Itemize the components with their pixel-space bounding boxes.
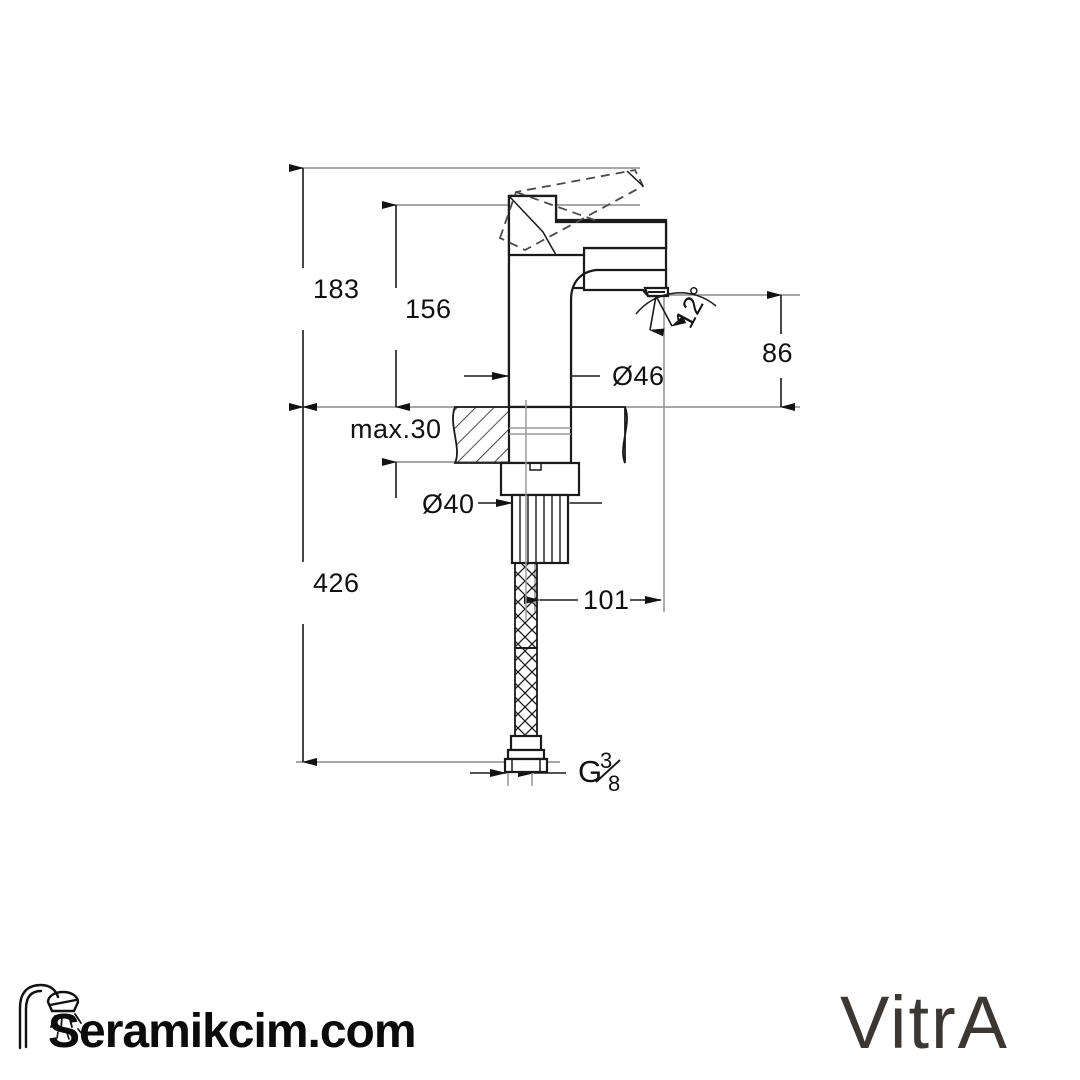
shower-head-icon xyxy=(18,983,83,1050)
lever-handle xyxy=(498,168,668,257)
vitra-logo-text: VitrA xyxy=(840,981,1009,1064)
label-dim-183: 183 xyxy=(313,274,360,304)
mounting-shank xyxy=(499,405,581,565)
label-dim-max30: max.30 xyxy=(350,414,442,444)
label-dim-d46: Ø46 xyxy=(612,361,665,391)
watermark-text: Seramikcim.com xyxy=(48,1005,416,1058)
label-dim-angle: 12° xyxy=(669,281,715,332)
label-dim-426: 426 xyxy=(313,568,360,598)
label-dim-156: 156 xyxy=(405,294,452,324)
watermark-seramikcim[interactable]: Seramikcim.com xyxy=(18,983,417,1058)
label-dim-g38: G 3 8 xyxy=(578,748,621,796)
manufacturer-logo-vitra[interactable]: VitrA xyxy=(840,981,1009,1064)
spout-outlet xyxy=(643,286,670,298)
label-fraction-numerator: 3 xyxy=(600,748,613,773)
label-g-letter: G xyxy=(578,754,603,789)
label-dim-d40: Ø40 xyxy=(422,489,475,519)
label-dim-86: 86 xyxy=(762,338,793,368)
angle-indicator-12deg xyxy=(635,292,717,337)
label-dim-101: 101 xyxy=(583,585,630,615)
label-fraction-denominator: 8 xyxy=(608,771,621,796)
